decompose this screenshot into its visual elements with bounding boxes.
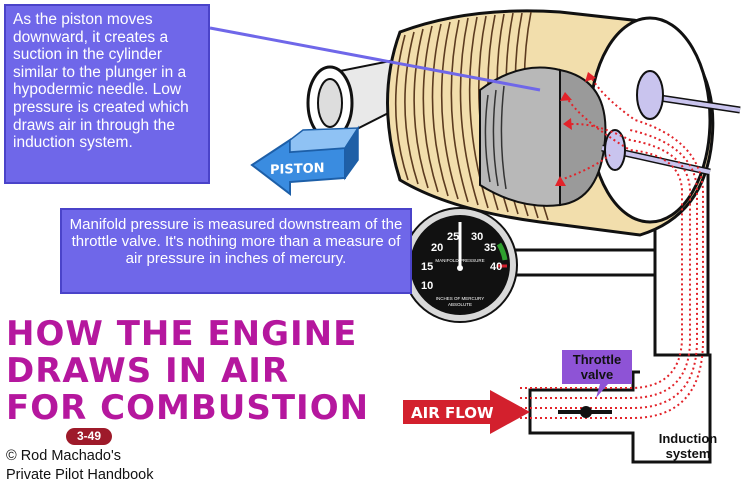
piston-arrow-label: PISTON bbox=[270, 161, 325, 178]
induction-system-label: Induction system bbox=[658, 431, 718, 461]
gauge-face-title: MANIFOLD PRESSURE bbox=[435, 258, 484, 263]
manifold-tube bbox=[495, 248, 655, 277]
gauge-tick-15: 15 bbox=[421, 261, 433, 273]
piston-callout-pointer bbox=[209, 26, 541, 92]
airflow-arrows bbox=[520, 74, 704, 419]
exhaust-valve bbox=[636, 70, 741, 120]
gauge-bottom-label-1: INCHES OF MERCURY bbox=[436, 296, 484, 301]
air-flow-label: AIR FLOW bbox=[411, 404, 494, 422]
title-line-2: DRAWS IN AIR bbox=[6, 351, 290, 391]
gauge-bottom-label-2: ABSOLUTE bbox=[448, 302, 472, 307]
piston-arrow bbox=[250, 125, 360, 197]
airflow-arrowheads bbox=[555, 72, 596, 186]
piston bbox=[479, 66, 607, 207]
title-line-1: HOW THE ENGINE bbox=[6, 314, 358, 354]
gauge-tick-35: 35 bbox=[484, 242, 496, 254]
page-number-badge: 3-49 bbox=[66, 428, 112, 445]
gauge-green-arc bbox=[496, 242, 508, 261]
air-flow-arrow bbox=[403, 390, 530, 434]
gauge-tick-10: 10 bbox=[421, 280, 433, 292]
gauge-tick-20: 20 bbox=[431, 242, 443, 254]
manifold-callout-text: Manifold pressure is measured downstream… bbox=[69, 216, 403, 267]
manifold-gauge: 10 15 20 25 30 35 40 MANIFOLD PRESSURE I… bbox=[402, 207, 518, 323]
gauge-tick-25: 25 bbox=[447, 231, 459, 243]
piston-suction-callout: As the piston moves downward, it creates… bbox=[4, 4, 210, 184]
piston-callout-text: As the piston moves downward, it creates… bbox=[13, 11, 189, 152]
intake-valve bbox=[601, 129, 711, 176]
throttle-label-pointer bbox=[596, 384, 608, 398]
title-line-3: FOR COMBUSTION bbox=[6, 388, 370, 428]
credit-book: Private Pilot Handbook bbox=[6, 467, 154, 483]
gauge-tick-40: 40 bbox=[490, 261, 502, 273]
gauge-tick-30: 30 bbox=[471, 231, 483, 243]
credit-author: © Rod Machado's bbox=[6, 448, 122, 464]
throttle-butterfly bbox=[558, 406, 612, 418]
manifold-pressure-callout: Manifold pressure is measured downstream… bbox=[60, 208, 412, 294]
induction-duct bbox=[528, 170, 712, 464]
throttle-valve-label: Throttle valve bbox=[562, 350, 632, 384]
